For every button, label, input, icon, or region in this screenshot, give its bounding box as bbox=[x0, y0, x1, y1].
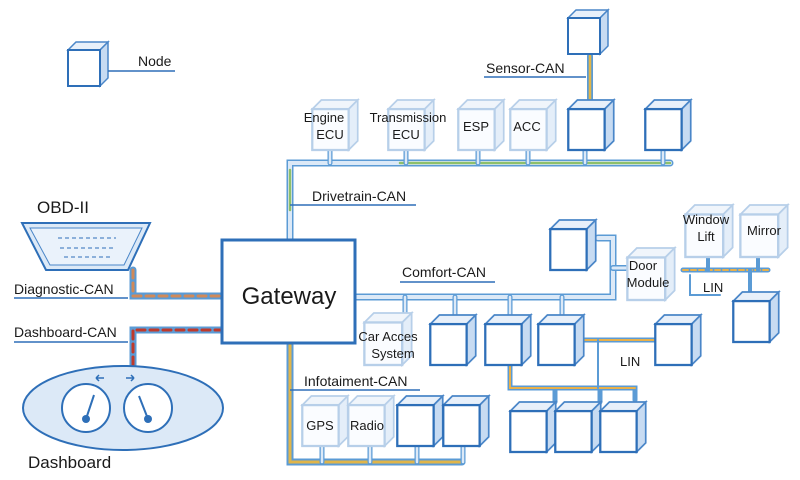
lin-door-node bbox=[732, 290, 780, 344]
drivetrain-node-6 bbox=[644, 98, 692, 152]
drivetrain-nodes: Engine ECU Transmission ECU ESP ACC bbox=[304, 98, 692, 152]
infotainment-node-3 bbox=[396, 394, 444, 448]
transmission-ecu-label-2: ECU bbox=[392, 127, 419, 142]
drivetrain-can-label: Drivetrain-CAN bbox=[312, 188, 406, 204]
transmission-ecu-node bbox=[387, 98, 435, 152]
comfort-node-3 bbox=[484, 313, 532, 367]
comfort-node-2 bbox=[429, 313, 477, 367]
drivetrain-can-bus bbox=[286, 143, 674, 244]
door-module-label-1: Door bbox=[629, 258, 658, 273]
sensor-gateway-node bbox=[567, 98, 615, 152]
sensor-can-label: Sensor-CAN bbox=[486, 60, 565, 76]
comfort-node-top bbox=[549, 218, 597, 272]
legend-node-label: Node bbox=[138, 53, 172, 69]
lin-door-label: LIN bbox=[703, 280, 723, 295]
legend: Node bbox=[67, 41, 175, 87]
comfort-lin-node-right bbox=[654, 313, 702, 367]
acc-label: ACC bbox=[513, 119, 540, 134]
comfort-nodes: Door Module Window Lift Mirror LIN Car A… bbox=[358, 203, 789, 454]
window-lift-label-2: Lift bbox=[697, 229, 715, 244]
lin-node-1 bbox=[509, 400, 557, 454]
dashboard-can-bus bbox=[129, 326, 226, 369]
lin-comfort-bus bbox=[507, 337, 671, 405]
engine-ecu-label-1: Engine bbox=[304, 110, 344, 125]
gps-label: GPS bbox=[306, 418, 334, 433]
obd-label: OBD-II bbox=[37, 198, 89, 217]
car-access-label-1: Car Acces bbox=[358, 329, 418, 344]
legend-node-icon bbox=[67, 41, 109, 87]
sensor-node-top bbox=[567, 9, 609, 55]
engine-ecu-node bbox=[311, 98, 359, 152]
lin-node-2 bbox=[554, 400, 602, 454]
comfort-can-label: Comfort-CAN bbox=[402, 264, 486, 280]
infotainment-nodes: GPS Radio bbox=[301, 394, 490, 448]
car-access-label-2: System bbox=[371, 346, 414, 361]
dashboard-label: Dashboard bbox=[28, 453, 111, 472]
comfort-node-4 bbox=[537, 313, 585, 367]
door-module-label-2: Module bbox=[627, 275, 670, 290]
engine-ecu-label-2: ECU bbox=[316, 127, 343, 142]
obd-connector: OBD-II bbox=[20, 198, 152, 271]
radio-label: Radio bbox=[350, 418, 384, 433]
lin-node-3 bbox=[599, 400, 647, 454]
gateway-label: Gateway bbox=[242, 283, 337, 310]
lin-comfort-label: LIN bbox=[620, 354, 640, 369]
gateway: Gateway bbox=[220, 238, 357, 345]
comfort-can-bus bbox=[351, 234, 643, 323]
infotainment-can-label: Infotaiment-CAN bbox=[304, 373, 407, 389]
esp-label: ESP bbox=[463, 119, 489, 134]
infotainment-node-4 bbox=[442, 394, 490, 448]
window-lift-label-1: Window bbox=[683, 212, 730, 227]
lin-door-bus bbox=[680, 250, 771, 296]
infotainment-can-bus bbox=[286, 341, 466, 466]
dashboard-cluster bbox=[22, 365, 224, 451]
diagnostic-can-bus bbox=[129, 266, 226, 300]
diagnostic-can-label: Diagnostic-CAN bbox=[14, 281, 114, 297]
door-module-node bbox=[625, 246, 677, 302]
mirror-label: Mirror bbox=[747, 223, 782, 238]
dashboard-can-label: Dashboard-CAN bbox=[14, 324, 117, 340]
transmission-ecu-label-1: Transmission bbox=[370, 110, 447, 125]
